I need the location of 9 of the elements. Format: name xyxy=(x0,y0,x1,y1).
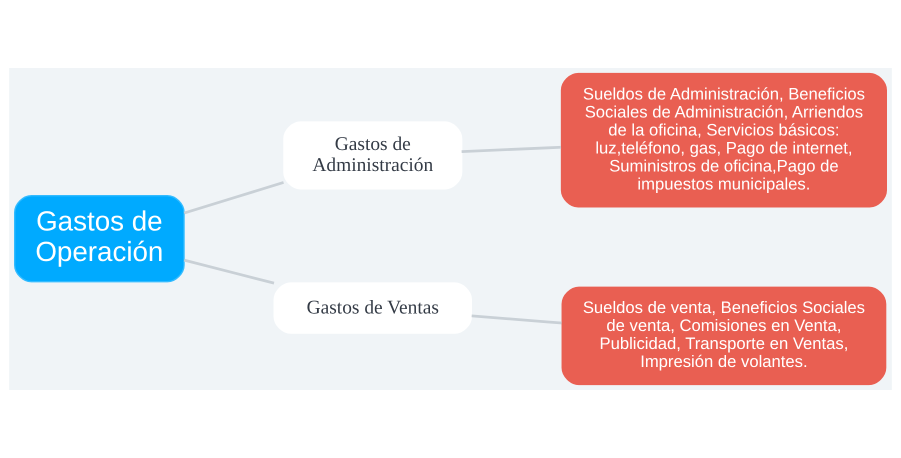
node-box: Gastos de Operación xyxy=(14,195,185,282)
connector xyxy=(462,146,562,153)
node-box: Gastos de Ventas xyxy=(274,282,472,334)
node-box: Gastos de Administración xyxy=(283,121,462,190)
connector xyxy=(184,181,284,214)
node-box: Sueldos de venta, Beneficios Sociales de venta, Comisiones en Venta, Publicidad, Transporte en Ventas, Impresión de volantes. xyxy=(562,286,886,386)
connector xyxy=(184,258,274,284)
connector xyxy=(472,314,562,324)
node-box: Sueldos de Administración, Beneficios Sociales de Administración, Arriendos de la oficina, Servicios básicos: luz,teléfono, gas, Pago de internet, Suministros de oficina,Pago de impuestos municipales. xyxy=(560,72,887,208)
